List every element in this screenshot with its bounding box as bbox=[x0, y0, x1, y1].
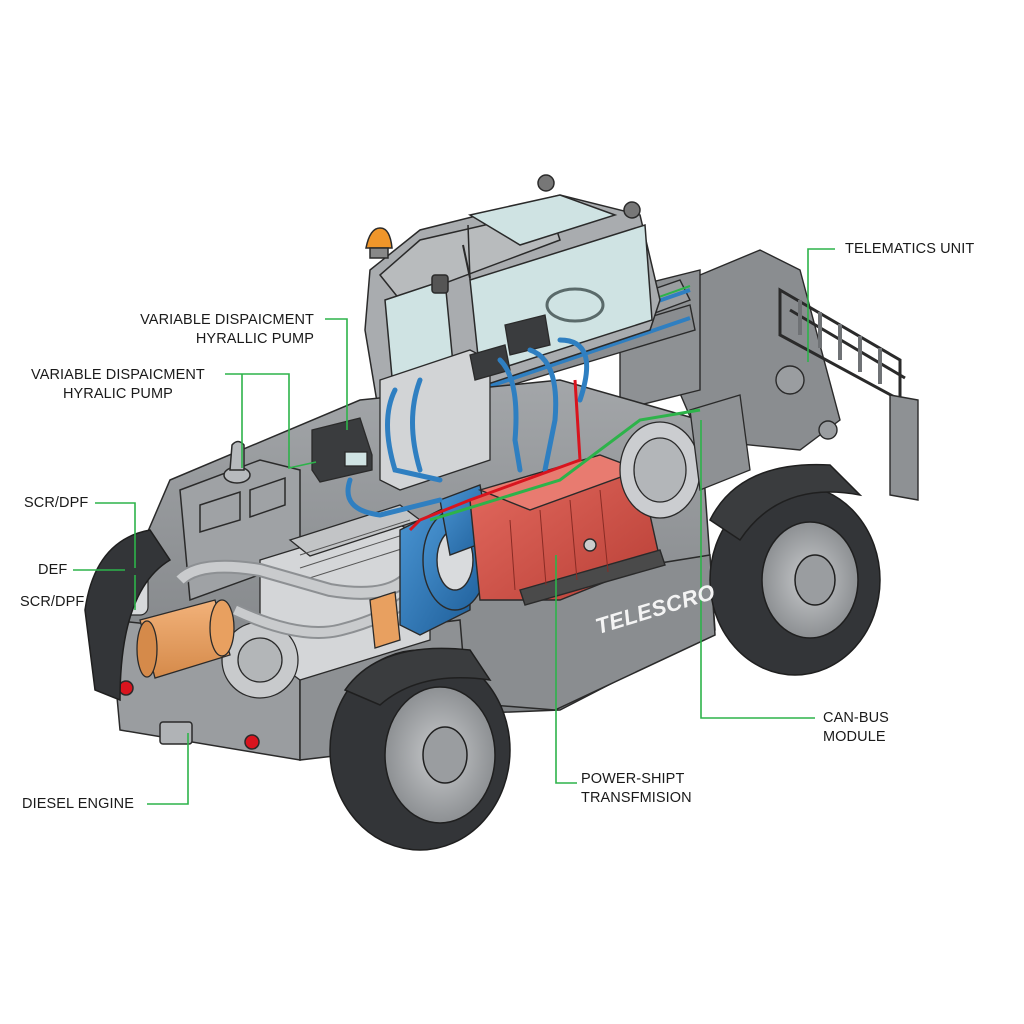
axle-housing bbox=[619, 394, 751, 519]
front-right-wheel bbox=[84, 529, 172, 702]
label-def: DEF bbox=[38, 562, 68, 578]
label-variable-displacement-pump-1: VARIABLE DISPAICMENT HYRALLIC PUMP bbox=[140, 312, 314, 347]
rear-right-wheel bbox=[709, 463, 881, 676]
label-scr-dpf-2: SCR/DPF bbox=[20, 594, 85, 610]
label-power-shift-transmission: POWER-SHIPT TRANSFMISION bbox=[581, 771, 692, 806]
hydraulic-valve-block bbox=[311, 314, 701, 532]
label-telematics-unit: TELEMATICS UNIT bbox=[845, 241, 975, 257]
label-variable-displacement-pump-2: VARIABLE DISPAICMENT HYRALIC PUMP bbox=[31, 367, 205, 402]
leader-lines bbox=[73, 248, 835, 805]
label-diesel-engine: DIESEL ENGINE bbox=[22, 796, 134, 812]
label-scr-dpf-1: SCR/DPF bbox=[24, 495, 89, 511]
front-left-wheel bbox=[329, 647, 511, 851]
label-can-bus-module: CAN-BUS MODULE bbox=[823, 710, 889, 745]
dpf-canister bbox=[136, 599, 235, 679]
transmission-housing bbox=[469, 454, 666, 606]
